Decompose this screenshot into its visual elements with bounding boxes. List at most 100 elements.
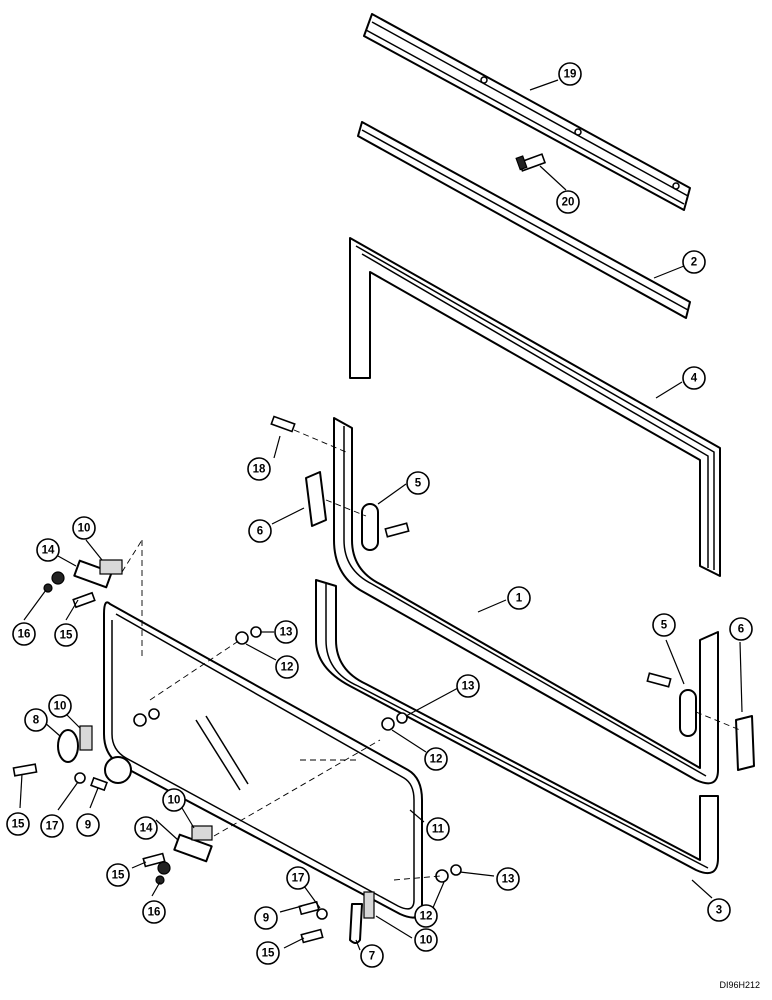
callout-label: 7 bbox=[369, 951, 375, 963]
drawing-code: DI96H212 bbox=[719, 980, 760, 990]
callout-label: 15 bbox=[60, 630, 73, 642]
callout-5: 5 bbox=[406, 471, 430, 495]
callout-circle bbox=[556, 190, 580, 214]
callout-1: 1 bbox=[507, 586, 531, 610]
callout-circle bbox=[456, 674, 480, 698]
callout-10: 10 bbox=[162, 788, 186, 812]
callout-label: 16 bbox=[18, 629, 31, 641]
callout-label: 17 bbox=[292, 873, 305, 885]
callout-circle bbox=[247, 457, 271, 481]
callout-label: 10 bbox=[420, 935, 433, 947]
callout-label: 17 bbox=[46, 821, 59, 833]
callout-7: 7 bbox=[360, 944, 384, 968]
callout-label: 18 bbox=[253, 464, 266, 476]
callout-2: 2 bbox=[682, 250, 706, 274]
callout-10: 10 bbox=[48, 694, 72, 718]
latch-assembly-lower bbox=[155, 833, 213, 885]
part-10-decal-lower bbox=[191, 825, 213, 841]
callout-label: 15 bbox=[12, 819, 25, 831]
part-8-catch-plate bbox=[57, 729, 132, 784]
callout-label: 16 bbox=[148, 907, 161, 919]
callout-circle bbox=[54, 623, 78, 647]
callout-circle bbox=[414, 928, 438, 952]
callout-circle bbox=[134, 816, 158, 840]
callout-label: 9 bbox=[263, 913, 269, 925]
part-6-hinge-plate-left bbox=[305, 471, 327, 527]
latch-assembly-upper bbox=[43, 559, 113, 593]
part-4-upper-gasket-frame bbox=[349, 237, 721, 577]
callout-label: 3 bbox=[716, 905, 722, 917]
part-20-screw bbox=[515, 153, 547, 172]
callout-label: 20 bbox=[562, 197, 575, 209]
callout-label: 12 bbox=[281, 662, 294, 674]
callout-circle bbox=[40, 814, 64, 838]
callout-13: 13 bbox=[274, 620, 298, 644]
callout-label: 12 bbox=[420, 911, 433, 923]
callout-5: 5 bbox=[652, 613, 676, 637]
callout-17: 17 bbox=[40, 814, 64, 838]
part-5-hinge-bracket-left bbox=[361, 503, 379, 551]
callout-16: 16 bbox=[142, 900, 166, 924]
callout-11: 11 bbox=[426, 817, 450, 841]
callout-label: 13 bbox=[462, 681, 475, 693]
callout-label: 5 bbox=[661, 620, 668, 632]
callout-6: 6 bbox=[248, 519, 272, 543]
callout-circle bbox=[406, 471, 430, 495]
callout-label: 1 bbox=[516, 593, 523, 605]
part-10-decal-upper bbox=[99, 559, 123, 575]
callout-label: 6 bbox=[738, 624, 744, 636]
part-7-latch-lever bbox=[349, 903, 363, 944]
callout-13: 13 bbox=[496, 867, 520, 891]
callout-label: 15 bbox=[262, 948, 275, 960]
callout-label: 2 bbox=[691, 257, 697, 269]
callout-17: 17 bbox=[286, 866, 310, 890]
callout-label: 4 bbox=[691, 373, 698, 385]
callout-label: 14 bbox=[140, 823, 153, 835]
callout-circle bbox=[426, 817, 450, 841]
callout-circle bbox=[286, 866, 310, 890]
callout-label: 5 bbox=[415, 478, 422, 490]
hardware-screws bbox=[12, 415, 672, 944]
part-5-hinge-bracket-right bbox=[679, 689, 697, 737]
callout-circle bbox=[558, 62, 582, 86]
callout-13: 13 bbox=[456, 674, 480, 698]
callout-18: 18 bbox=[247, 457, 271, 481]
callout-10: 10 bbox=[414, 928, 438, 952]
callout-14: 14 bbox=[36, 538, 60, 562]
callout-circle bbox=[142, 900, 166, 924]
part-6-hinge-plate-right bbox=[735, 715, 755, 771]
callout-label: 13 bbox=[502, 874, 515, 886]
callout-4: 4 bbox=[682, 366, 706, 390]
callout-label: 14 bbox=[42, 545, 55, 557]
callout-circle bbox=[48, 694, 72, 718]
callout-circle bbox=[707, 898, 731, 922]
callout-label: 10 bbox=[78, 523, 91, 535]
callout-10: 10 bbox=[72, 516, 96, 540]
callout-12: 12 bbox=[414, 904, 438, 928]
callout-circle bbox=[507, 586, 531, 610]
callout-circle bbox=[496, 867, 520, 891]
part-10-decal-right bbox=[363, 891, 375, 919]
callout-8: 8 bbox=[24, 708, 48, 732]
part-1-window-frame bbox=[333, 417, 719, 785]
callout-circle bbox=[106, 863, 130, 887]
callout-circle bbox=[36, 538, 60, 562]
callout-14: 14 bbox=[134, 816, 158, 840]
callout-circle bbox=[652, 613, 676, 637]
callout-circle bbox=[360, 944, 384, 968]
callout-15: 15 bbox=[106, 863, 130, 887]
callout-circle bbox=[256, 941, 280, 965]
callout-circle bbox=[24, 708, 48, 732]
callout-circle bbox=[162, 788, 186, 812]
callout-circle bbox=[274, 620, 298, 644]
callout-circle bbox=[12, 622, 36, 646]
callout-circle bbox=[275, 655, 299, 679]
callout-circle bbox=[254, 906, 278, 930]
callout-9: 9 bbox=[254, 906, 278, 930]
callout-19: 19 bbox=[558, 62, 582, 86]
hardware-nuts-washers bbox=[74, 626, 462, 920]
callout-circle bbox=[729, 617, 753, 641]
alignment-lines bbox=[121, 429, 741, 881]
callout-circle bbox=[72, 516, 96, 540]
